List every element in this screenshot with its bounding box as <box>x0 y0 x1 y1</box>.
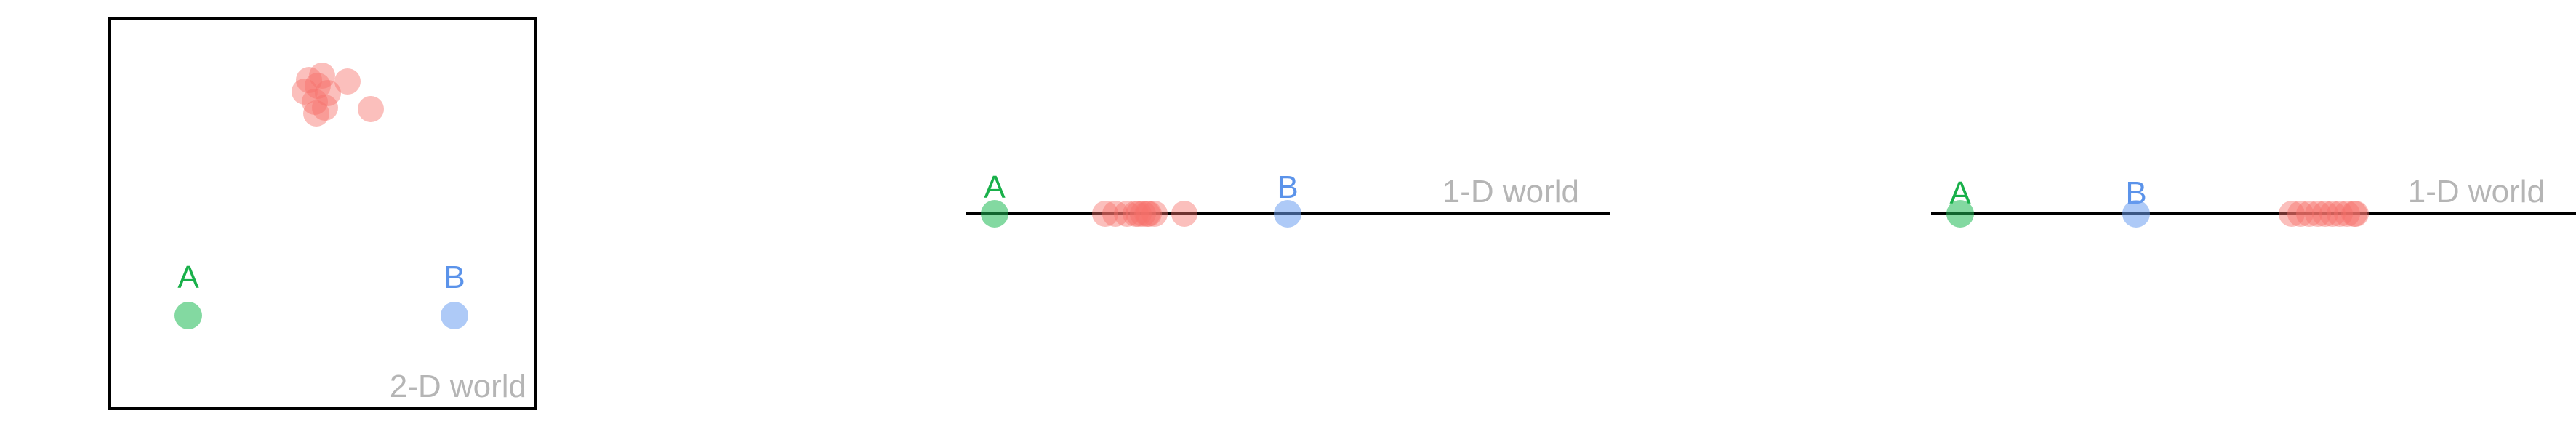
panel-1d-a: A B 1-D world <box>966 169 1610 228</box>
cluster-1d-a <box>1092 201 1197 227</box>
panel-1d-b: A B 1-D world <box>1931 174 2576 228</box>
cluster-point <box>2343 201 2369 227</box>
cluster-point <box>1126 201 1152 227</box>
cluster-point <box>1130 201 1156 227</box>
cluster-point <box>358 96 384 122</box>
cluster-point <box>2296 201 2322 227</box>
cluster-point <box>296 67 322 93</box>
cluster-2d <box>292 63 384 127</box>
cluster-1d-b <box>2279 201 2369 227</box>
cluster-point <box>2327 201 2353 227</box>
point-a <box>1946 200 1974 228</box>
point-a <box>174 302 202 329</box>
cluster-point <box>1141 201 1168 227</box>
cluster-point <box>1136 201 1162 227</box>
cluster-point <box>292 79 318 105</box>
cluster-point <box>309 63 335 89</box>
cluster-point <box>1123 201 1149 227</box>
cluster-point <box>2279 201 2305 227</box>
point-a-label: A <box>984 169 1006 205</box>
cluster-point <box>2287 201 2314 227</box>
world-frame-2d <box>108 17 537 410</box>
point-a-label: A <box>177 260 199 295</box>
world-label-1d-b: 1-D world <box>2408 174 2545 209</box>
point-b <box>441 302 468 329</box>
cluster-point <box>1092 201 1118 227</box>
cluster-point <box>2305 201 2331 227</box>
cluster-point <box>303 100 329 127</box>
cluster-point <box>2319 201 2346 227</box>
cluster-point <box>2341 201 2367 227</box>
cluster-point <box>305 73 331 99</box>
world-label-2d: 2-D world <box>390 369 526 404</box>
point-b <box>1274 200 1301 228</box>
cluster-point <box>1134 201 1160 227</box>
cluster-point <box>1114 201 1140 227</box>
world-label-1d-a: 1-D world <box>1443 174 1579 209</box>
panel-2d: A B 2-D world <box>108 17 537 410</box>
point-b <box>2122 200 2150 228</box>
point-a <box>981 200 1008 228</box>
point-b-label: B <box>1277 169 1298 205</box>
cluster-point <box>334 68 361 95</box>
cluster-point <box>2334 201 2360 227</box>
cluster-point <box>1102 201 1128 227</box>
cluster-point <box>2312 201 2338 227</box>
cluster-point <box>1171 201 1197 227</box>
point-b-label: B <box>444 260 465 295</box>
cluster-point <box>302 89 328 115</box>
cluster-point <box>315 80 341 106</box>
cluster-point <box>312 95 338 121</box>
